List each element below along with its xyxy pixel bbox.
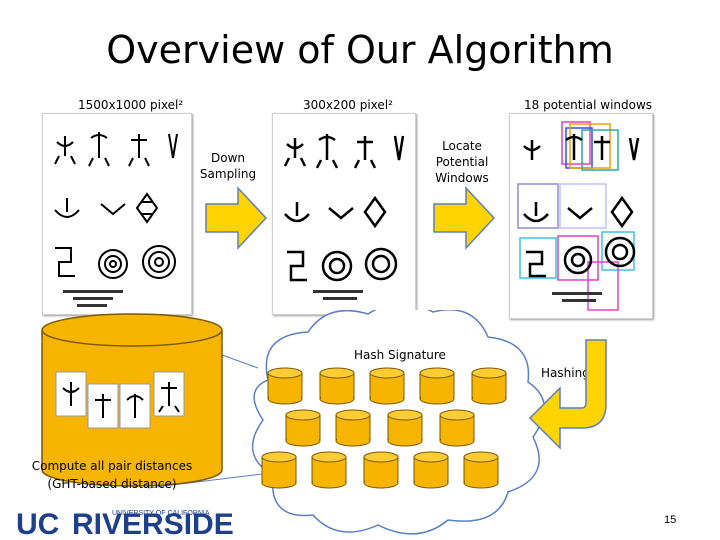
ucr-logo-icon: UC RIVERSIDE UNIVERSITY OF CALIFORNIA [16,508,234,538]
slide-title: Overview of Our Algorithm [106,28,614,72]
compute-line-2: (GHT-based distance) [47,477,177,491]
svg-text:UC: UC [16,508,59,538]
petroglyph-figures-icon [54,132,178,307]
right-arrow-icon [205,186,268,250]
label-full-resolution: 1500x1000 pixel² [78,98,184,112]
petroglyph-thumbnails-icon [55,371,185,429]
hashing-label: Hashing [541,366,590,380]
down-sampling-line-2: Sampling [199,167,257,181]
compute-distances-label: Compute all pair distances (GHT-based di… [22,457,202,493]
locate-line-3: Windows [435,171,489,185]
page-number: 15 [664,514,677,526]
locate-line-1: Locate [442,139,482,153]
downsampled-image [272,113,416,315]
hash-signature-label: Hash Signature [354,348,446,362]
compute-line-1: Compute all pair distances [31,459,193,473]
label-potential-windows-count: 18 potential windows [524,98,653,112]
svg-text:RIVERSIDE: RIVERSIDE [72,508,234,538]
label-downsampled-resolution: 300x200 pixel² [303,98,393,112]
full-resolution-image [42,113,192,315]
svg-text:UNIVERSITY OF CALIFORNIA: UNIVERSITY OF CALIFORNIA [112,510,210,517]
petroglyph-figures-icon [283,134,405,300]
locate-windows-label: Locate Potential Windows [428,138,496,186]
database-barrel [41,313,223,487]
locate-line-2: Potential [435,155,489,169]
down-sampling-line-1: Down [210,151,245,165]
right-arrow-icon [433,186,496,250]
detected-windows-icon [517,121,640,311]
down-sampling-label: Down Sampling [196,150,260,182]
potential-windows-image [509,113,653,319]
curved-arrow-icon [528,339,607,450]
ucr-logo: UC RIVERSIDE UNIVERSITY OF CALIFORNIA [14,504,280,538]
